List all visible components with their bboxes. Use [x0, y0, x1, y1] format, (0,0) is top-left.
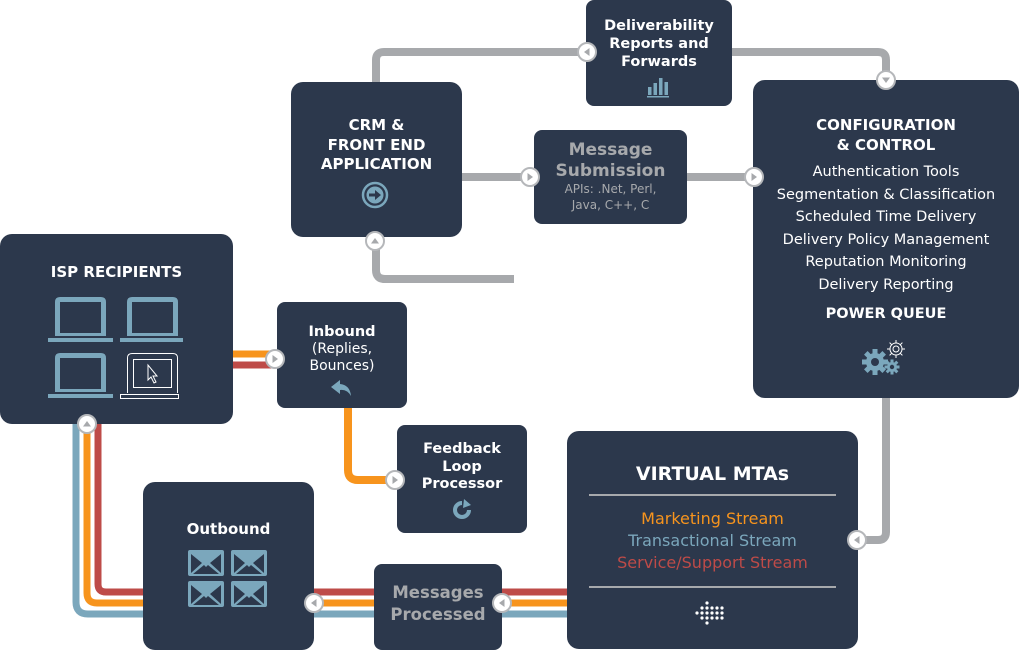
envelopes-icon	[188, 550, 267, 607]
crm-title-line: CRM &	[348, 116, 405, 134]
inbound-subtitle-line: (Replies,	[311, 341, 373, 357]
stream-transactional: Transactional Stream	[628, 531, 797, 550]
refresh-icon	[453, 499, 471, 519]
reply-icon	[331, 380, 351, 396]
config-title-line: CONFIGURATION	[816, 116, 956, 134]
stream-service-support: Service/Support Stream	[617, 553, 808, 572]
bar-chart-icon	[647, 78, 669, 98]
connector-outbound-to-isp-orange	[83, 424, 146, 607]
deliverability-title-line: Deliverability	[604, 18, 714, 34]
laptops-icon	[48, 297, 183, 399]
node-arrow-right	[744, 167, 764, 187]
inbound-title: Inbound	[308, 324, 376, 340]
feedback-title-line: Feedback	[423, 441, 501, 457]
virtual-mtas-box[interactable]: VIRTUAL MTAs Marketing Stream Transactio…	[567, 431, 858, 649]
node-arrow-up	[365, 231, 385, 251]
messages-processed-box[interactable]: Messages Processed	[374, 564, 502, 650]
outbound-title: Outbound	[186, 520, 271, 538]
connector-outbound-to-isp-red	[94, 424, 146, 596]
processed-title-line: Processed	[390, 605, 486, 624]
node-arrow-right	[265, 349, 285, 369]
config-title-line: & CONTROL	[836, 136, 936, 154]
connector-config-to-mtas	[858, 398, 890, 544]
config-feature-item: Delivery Reporting	[818, 276, 954, 293]
divider	[589, 586, 836, 588]
arrow-right-circle-icon	[361, 181, 389, 209]
config-feature-item: Delivery Policy Management	[782, 231, 990, 248]
deliverability-title-line: Forwards	[621, 54, 697, 70]
node-arrow-left	[577, 42, 597, 62]
inbound-subtitle-line: Bounces)	[309, 358, 375, 374]
connector-deliverability-to-config	[730, 48, 890, 80]
feedback-loop-processor-box[interactable]: Feedback Loop Processor	[397, 425, 527, 533]
connector-inbound-to-feedback	[344, 408, 400, 484]
inbound-box[interactable]: Inbound (Replies, Bounces)	[277, 302, 407, 408]
outbound-box[interactable]: Outbound	[143, 482, 314, 650]
connector-loop-to-crm	[372, 238, 514, 283]
processed-title-line: Messages	[392, 583, 484, 602]
feedback-title-line: Loop	[442, 458, 482, 475]
config-feature-list: Authentication Tools Segmentation & Clas…	[753, 161, 1019, 297]
config-feature-item: Authentication Tools	[812, 164, 960, 180]
config-feature-item: Segmentation & Classification	[776, 186, 996, 203]
stream-list: Marketing Stream Transactional Stream Se…	[567, 508, 858, 574]
connector-deliverability-to-crm	[372, 48, 590, 82]
submission-api-line: APIs: .Net, Perl,	[564, 182, 657, 196]
gears-icon	[862, 340, 905, 375]
configuration-control-box[interactable]: CONFIGURATION & CONTROL Authentication T…	[753, 80, 1019, 398]
node-arrow-down	[876, 70, 896, 90]
node-arrow-left	[847, 530, 867, 550]
crm-title-line: FRONT END	[327, 135, 426, 154]
stream-marketing: Marketing Stream	[641, 509, 784, 528]
node-arrow-left	[492, 593, 512, 613]
crm-front-end-box[interactable]: CRM & FRONT END APPLICATION	[291, 82, 462, 237]
node-arrow-left	[304, 593, 324, 613]
message-submission-box[interactable]: Message Submission APIs: .Net, Perl, Jav…	[534, 130, 687, 224]
submission-api-line: Java, C++, C	[571, 198, 650, 212]
connector-outbound-to-isp-blue	[72, 424, 146, 618]
feedback-title-line: Processor	[421, 476, 503, 492]
config-feature-item: Scheduled Time Delivery	[795, 209, 977, 226]
power-queue-label: POWER QUEUE	[825, 305, 947, 322]
node-arrow-right	[520, 167, 540, 187]
dotted-arrow-left-icon	[695, 601, 724, 625]
crm-title-line: APPLICATION	[320, 155, 433, 173]
node-arrow-up	[77, 414, 97, 434]
isp-title: ISP RECIPIENTS	[50, 263, 183, 281]
node-arrow-right	[385, 470, 405, 490]
config-feature-item: Reputation Monitoring	[805, 254, 967, 271]
isp-recipients-box[interactable]: ISP RECIPIENTS	[0, 234, 233, 424]
submission-title-line: Message	[568, 140, 653, 160]
divider	[589, 494, 836, 496]
submission-title-line: Submission	[555, 160, 666, 181]
deliverability-title-line: Reports and	[609, 36, 709, 52]
deliverability-reports-box[interactable]: Deliverability Reports and Forwards	[586, 0, 732, 106]
virtual-mtas-title: VIRTUAL MTAs	[635, 463, 790, 485]
